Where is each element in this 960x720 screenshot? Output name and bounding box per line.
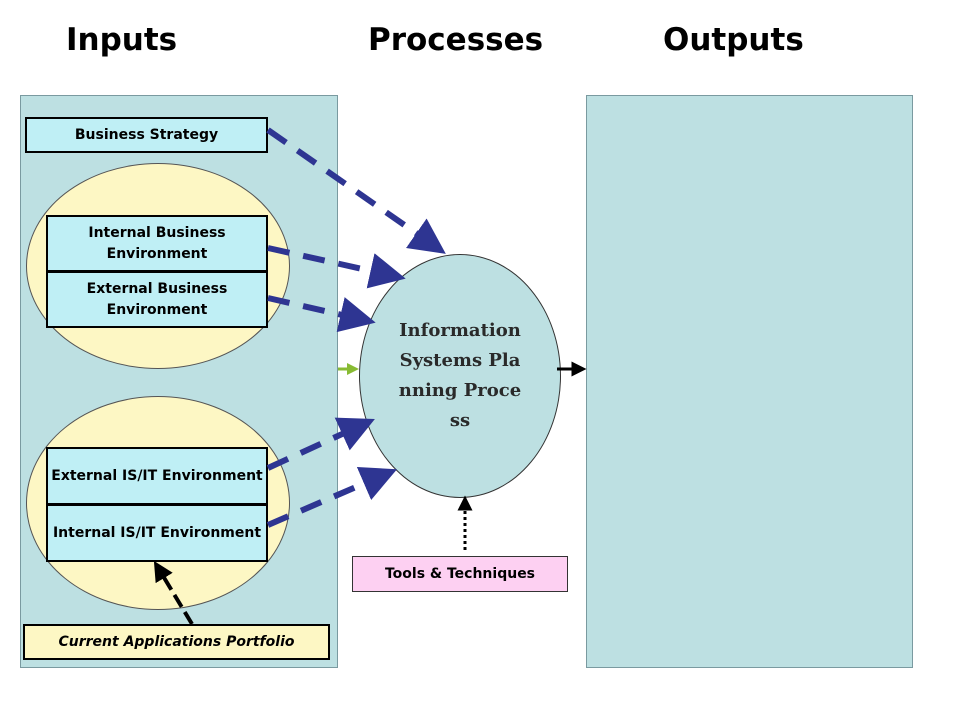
process-ellipse: Information Systems Planning Process xyxy=(359,254,561,498)
external-isit-environment-box: External IS/IT Environment xyxy=(46,447,268,505)
arrow-portfolio-to-internal-isit xyxy=(153,560,194,626)
heading-outputs: Outputs xyxy=(663,22,804,58)
arrow-external-business-to-process xyxy=(267,295,376,333)
internal-business-environment-box: Internal Business Environment xyxy=(46,215,268,272)
arrow-internal-business-to-process xyxy=(267,245,406,289)
business-strategy-box: Business Strategy xyxy=(25,117,268,153)
arrow-business-strategy-to-process xyxy=(266,127,446,254)
process-label: Information Systems Planning Process xyxy=(398,320,522,431)
heading-inputs: Inputs xyxy=(66,22,178,58)
outputs-panel xyxy=(586,95,913,668)
arrow-internal-isit-to-process xyxy=(266,466,398,528)
external-business-environment-box: External Business Environment xyxy=(46,271,268,328)
heading-processes: Processes xyxy=(368,22,544,58)
internal-isit-environment-box: Internal IS/IT Environment xyxy=(46,504,268,562)
arrow-external-isit-to-process xyxy=(266,417,375,471)
current-applications-portfolio-box: Current Applications Portfolio xyxy=(23,624,330,660)
tools-techniques-box: Tools & Techniques xyxy=(352,556,568,592)
